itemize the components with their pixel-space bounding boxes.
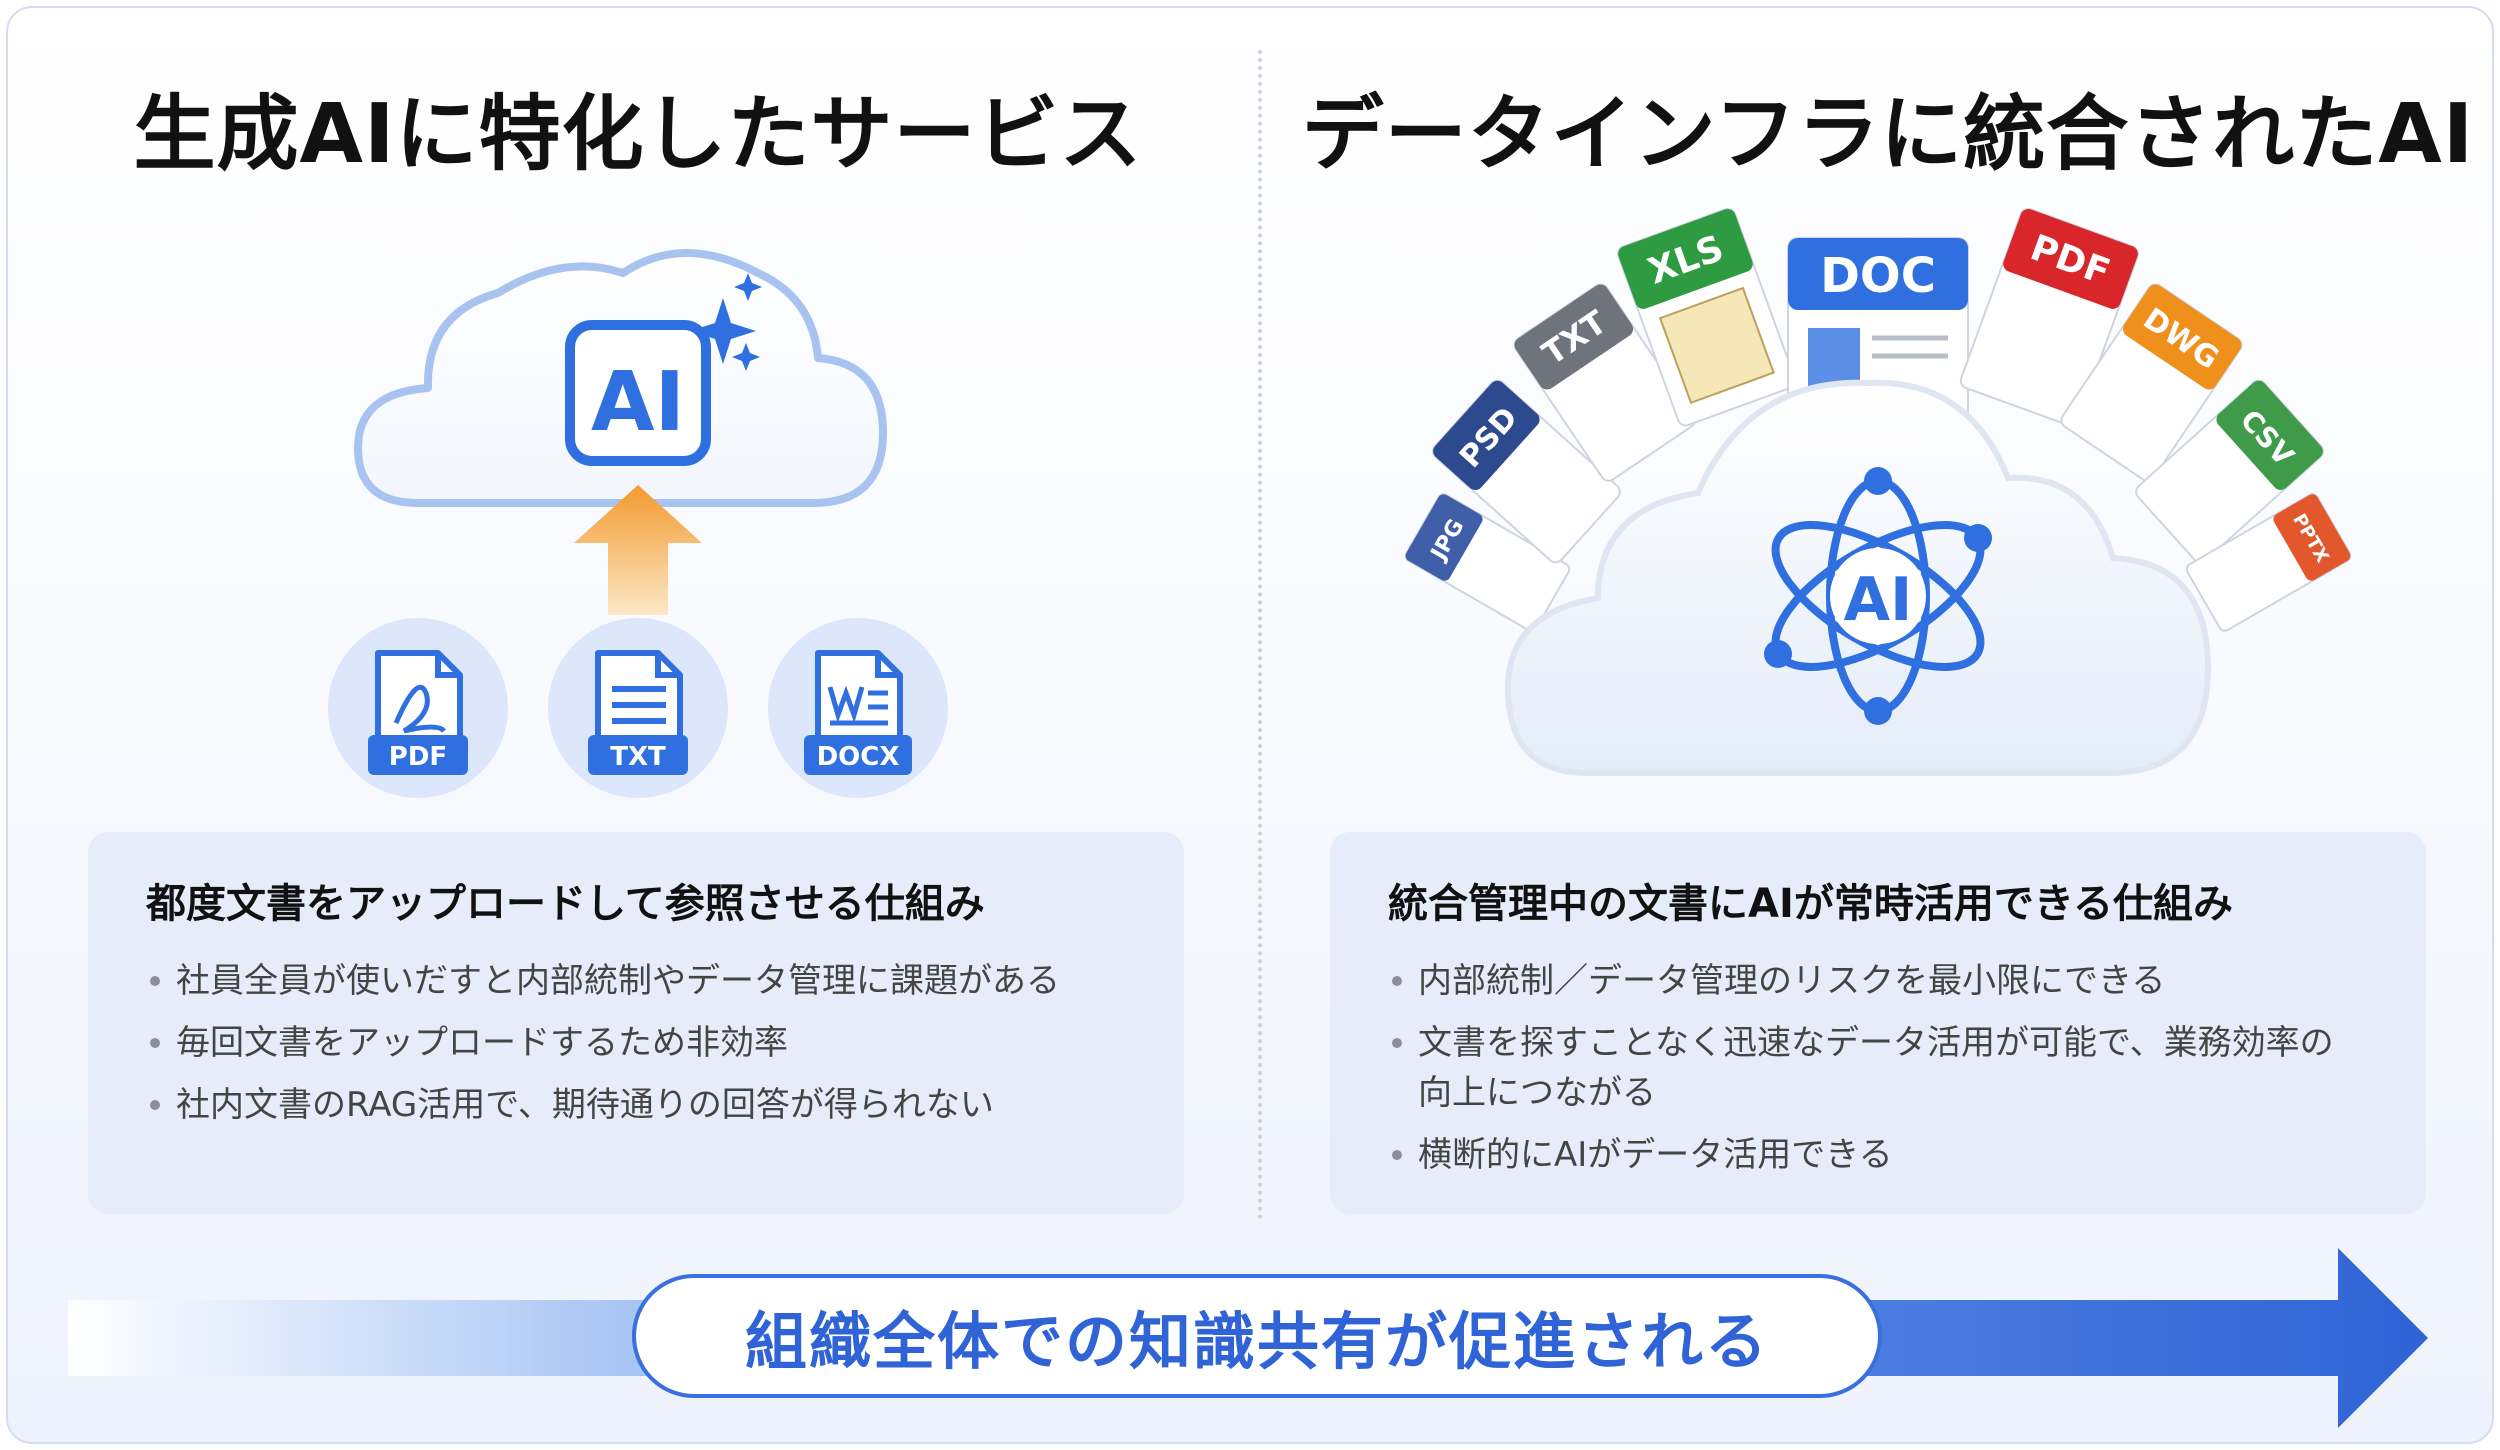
sparkle-icon [690, 298, 756, 364]
left-info-box: 都度文書をアップロードして参照させる仕組み 社員全員が使いだすと内部統制やデータ… [88, 832, 1184, 1214]
banner-text: 組織全体での知識共有が促進される [744, 1305, 1769, 1378]
right-bullet-1: 内部統制／データ管理のリスクを最小限にできる [1388, 956, 2368, 1006]
docx-label: DOCX [817, 742, 900, 772]
ai-chip-icon [565, 320, 711, 466]
file-card-jpg: JPG [1404, 493, 1571, 632]
left-bullet-2: 毎回文書をアップロードするため非効率 [146, 1018, 1126, 1068]
file-card-dwg: DWG [2060, 283, 2243, 482]
file-card-pptx: PPTX [2185, 493, 2352, 632]
left-illustration: AI PDF TXT DOCX [328, 249, 948, 798]
cloud-ai-label: AI [1844, 565, 1913, 635]
word-w-icon [827, 685, 865, 724]
file-card-txt: TXT [1513, 283, 1696, 482]
acrobat-icon [393, 684, 446, 734]
right-bullet-list: 内部統制／データ管理のリスクを最小限にできる 文書を探すことなく迅速なデータ活用… [1388, 956, 2368, 1180]
sparkle-small-2-icon [732, 343, 760, 371]
section-divider [1258, 50, 1262, 1220]
right-bullet-3: 横断的にAIがデータ活用できる [1388, 1130, 2368, 1180]
left-bullet-3: 社内文書のRAG活用で、期待通りの回答が得られない [146, 1080, 1126, 1130]
cloud-ai-label: AI [591, 355, 685, 450]
right-bullet-2-line-1: 文書を探すことなく迅速なデータ活用が可能で、業務効率の [1418, 1023, 2334, 1063]
knowledge-sharing-banner: 組織全体での知識共有が促進される [632, 1274, 1882, 1398]
right-bullet-2-line-2: 向上につながる [1418, 1073, 1656, 1113]
right-title: データインフラに統合されたAI [1301, 87, 2475, 182]
right-box-heading: 統合管理中の文書にAIが常時活用できる仕組み [1388, 881, 2234, 927]
left-title: 生成AIに特化したサービス [133, 87, 1143, 182]
pdf-label: PDF [389, 742, 447, 772]
left-bullet-list: 社員全員が使いだすと内部統制やデータ管理に課題がある 毎回文書をアップロードする… [146, 956, 1126, 1130]
right-info-box: 統合管理中の文書にAIが常時活用できる仕組み 内部統制／データ管理のリスクを最小… [1330, 832, 2426, 1214]
txt-label: TXT [610, 742, 666, 772]
left-box-heading: 都度文書をアップロードして参照させる仕組み [146, 881, 985, 927]
left-bullet-1: 社員全員が使いだすと内部統制やデータ管理に課題がある [146, 956, 1126, 1006]
sparkle-small-icon [734, 273, 762, 301]
upload-arrow-icon [574, 485, 702, 615]
file-card-psd: PSD [1432, 379, 1621, 564]
right-bullet-2: 文書を探すことなく迅速なデータ活用が可能で、業務効率の向上につながる [1388, 1018, 2368, 1118]
svg-text:DOC: DOC [1820, 248, 1936, 304]
file-card-xls: XLS [1617, 207, 1797, 427]
file-card-csv: CSV [2135, 379, 2324, 564]
right-illustration: JPG PSD TXT XLS DOC PD [1404, 207, 2352, 776]
diagram-frame: 生成AIに特化したサービス データインフラに統合されたAI AI PDF [6, 6, 2494, 1444]
